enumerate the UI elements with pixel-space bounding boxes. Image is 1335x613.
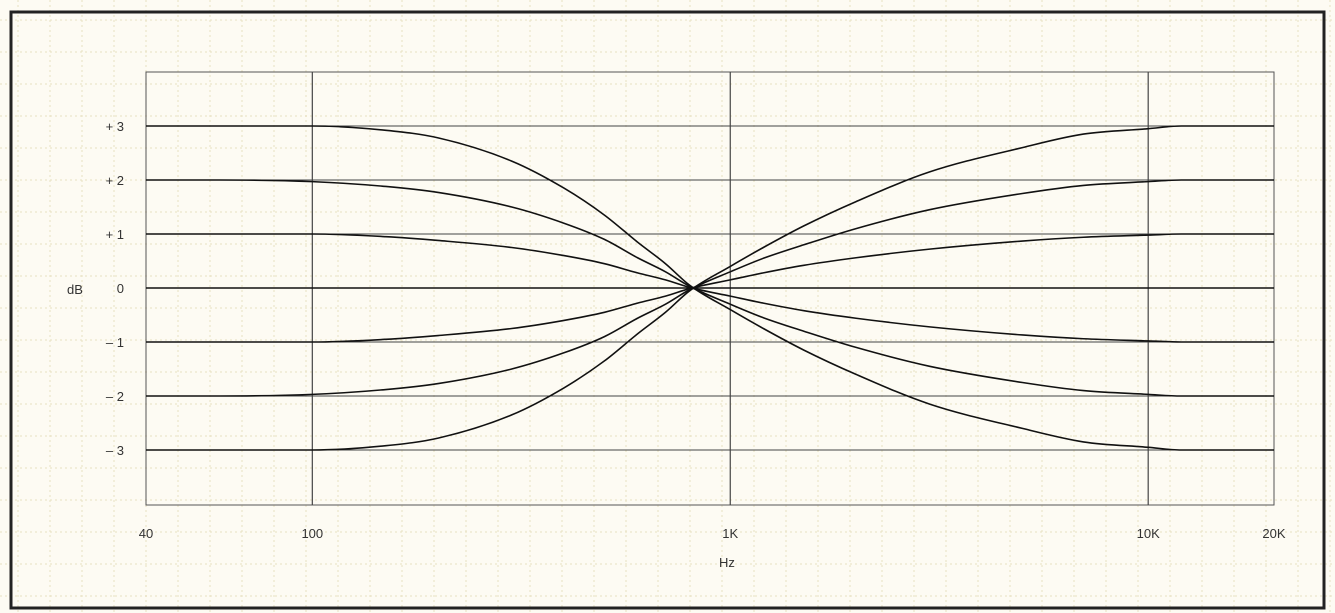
- y-tick-label: – 1: [106, 335, 124, 350]
- eq-curve-6: [145, 125, 1274, 451]
- y-tick-label: + 3: [106, 119, 124, 134]
- x-tick-label: 20K: [1262, 526, 1285, 541]
- x-tick-label: 10K: [1137, 526, 1160, 541]
- y-tick-labels: + 3 + 2 + 1 0 – 1 – 2 – 3: [106, 119, 124, 458]
- x-tick-labels: 40 100 1K 10K 20K: [139, 526, 1286, 541]
- x-tick-label: 100: [301, 526, 323, 541]
- outer-frame: [9, 10, 1326, 610]
- eq-curve-1: [146, 179, 1274, 397]
- y-tick-label: – 2: [106, 389, 124, 404]
- eq-curve-5: [145, 179, 1274, 397]
- y-tick-label: + 2: [106, 173, 124, 188]
- x-axis-label: Hz: [719, 555, 735, 570]
- eq-curve-0: [146, 125, 1274, 451]
- x-tick-label: 40: [139, 526, 153, 541]
- eq-curve-2: [146, 233, 1274, 343]
- x-tick-label: 1K: [722, 526, 738, 541]
- y-axis-label: dB: [67, 282, 83, 297]
- eq-curve-4: [145, 233, 1274, 343]
- y-tick-label: + 1: [106, 227, 124, 242]
- y-tick-label: 0: [117, 281, 124, 296]
- y-tick-label: – 3: [106, 443, 124, 458]
- series-layer: [145, 125, 1274, 451]
